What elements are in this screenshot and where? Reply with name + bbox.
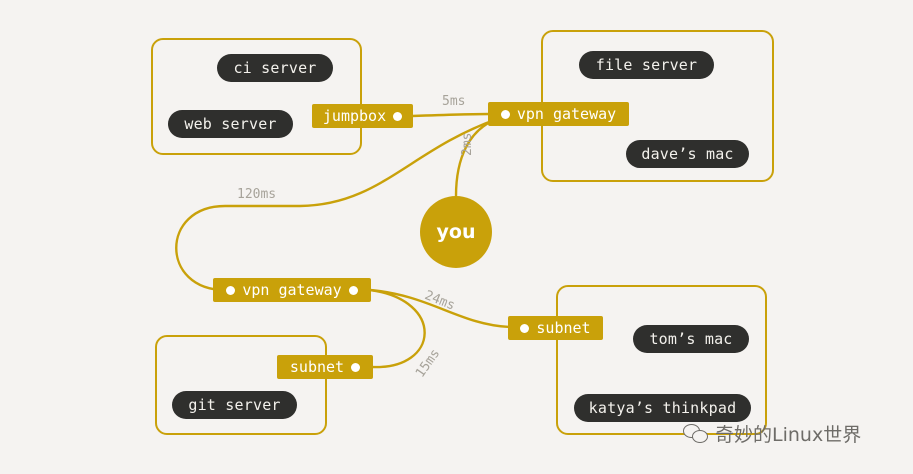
host-git-server: git server: [172, 391, 297, 419]
link-vpn-gateway-vpn-gateway: [175, 117, 499, 292]
host-daves-mac: dave’s mac: [626, 140, 749, 168]
node-label: vpn gateway: [242, 281, 342, 299]
latency-gateway-gateway: 120ms: [237, 187, 277, 202]
node-label: jumpbox: [322, 107, 387, 125]
node-subnet-right: subnet: [508, 316, 603, 340]
group-bottom-right: [556, 285, 767, 435]
latency-jumpbox-gateway: 5ms: [442, 94, 466, 109]
node-label: vpn gateway: [516, 105, 617, 123]
link-jumpbox-vpn-gateway: [410, 112, 492, 118]
node-label: subnet: [289, 358, 345, 376]
node-dot-icon: [226, 285, 236, 295]
latency-you-gateway: 2ms: [460, 132, 475, 156]
you-node: you: [420, 196, 492, 268]
link-vpn-gateway-subnet-left: [368, 288, 426, 369]
watermark-text: 奇妙的Linux世界: [715, 424, 862, 446]
link-you-vpn-gateway: [454, 116, 502, 198]
node-vpn-gateway-bottom: vpn gateway: [213, 278, 371, 302]
node-label: subnet: [536, 319, 591, 337]
node-dot-icon: [351, 362, 361, 372]
node-subnet-left: subnet: [277, 355, 373, 379]
node-dot-icon: [393, 111, 403, 121]
wechat-icon: [683, 423, 709, 444]
host-web-server: web server: [168, 110, 293, 138]
host-ci-server: ci server: [217, 54, 333, 82]
watermark: 奇妙的Linux世界: [683, 420, 861, 447]
node-vpn-gateway-top: vpn gateway: [488, 102, 629, 126]
group-bottom-left: [155, 335, 327, 435]
link-vpn-gateway-subnet-right: [368, 288, 512, 329]
host-file-server: file server: [579, 51, 714, 79]
node-dot-icon: [348, 285, 358, 295]
node-dot-icon: [520, 323, 530, 333]
node-jumpbox: jumpbox: [312, 104, 413, 128]
host-katyas-thinkpad: katya’s thinkpad: [574, 394, 751, 422]
node-dot-icon: [500, 109, 510, 119]
host-toms-mac: tom’s mac: [633, 325, 749, 353]
group-top-left: [151, 38, 362, 155]
